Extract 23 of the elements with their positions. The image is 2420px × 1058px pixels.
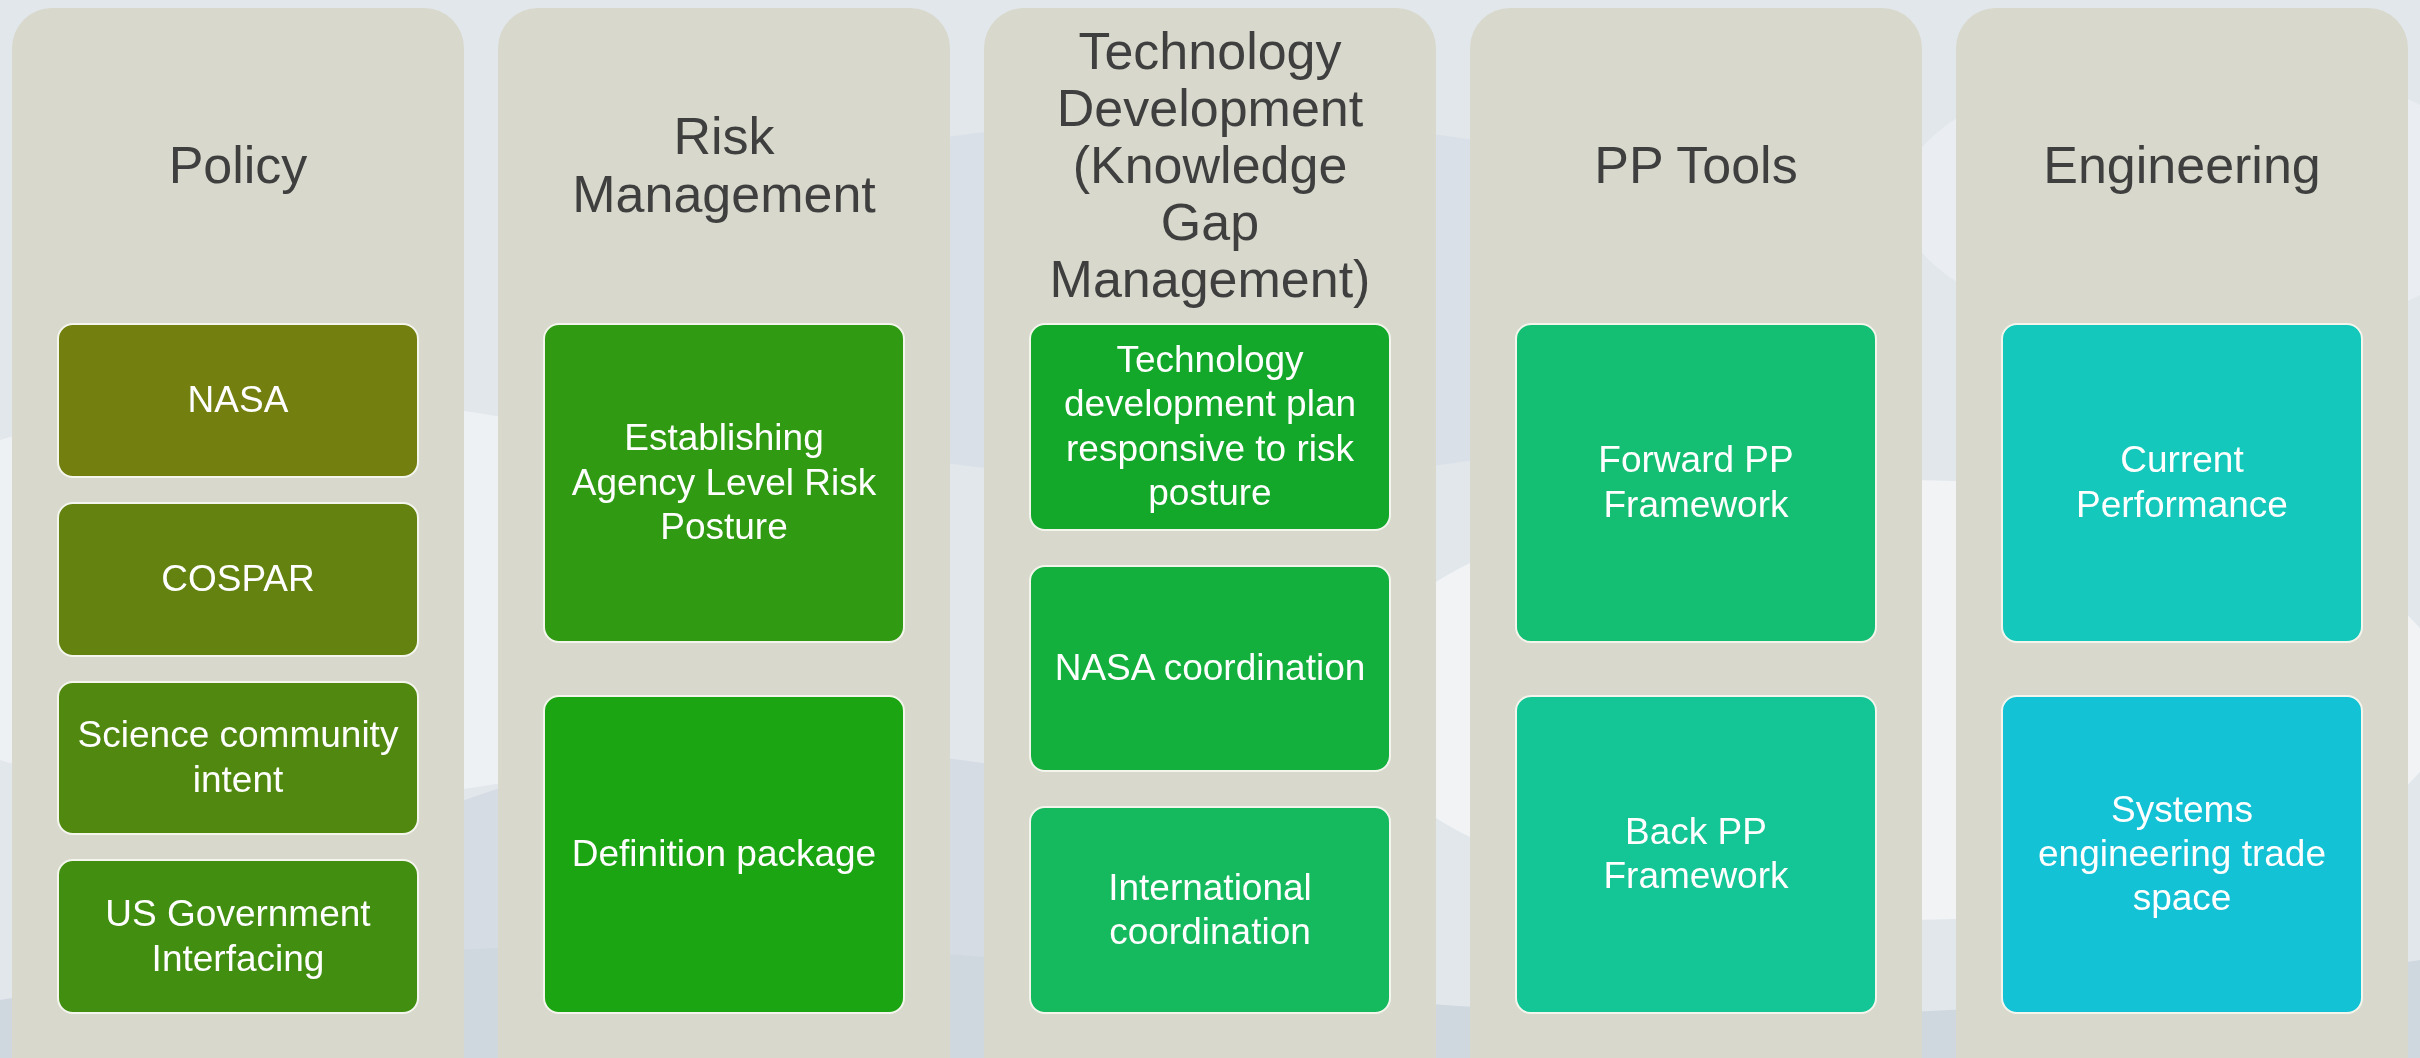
item-box: Establishing Agency Level Risk Posture [543, 323, 905, 643]
item-box: International coordination [1029, 806, 1391, 1014]
item-box: US Government Interfacing [57, 859, 419, 1014]
category-column [1956, 8, 2408, 1058]
item-box: Systems engineering trade space [2001, 694, 2363, 1014]
column-heading: Risk Management [571, 108, 877, 223]
item-box: Technology development plan responsive to risk posture [1029, 323, 1391, 531]
item-box: NASA [57, 323, 419, 478]
column-heading: Technology Development (Knowledge Gap Management) [1048, 22, 1372, 309]
category-column [12, 8, 464, 1058]
category-column [498, 8, 950, 1058]
item-box: Science community intent [57, 680, 419, 836]
item-box: Definition package [543, 694, 905, 1014]
category-column [1470, 8, 1922, 1058]
item-box: Back PP Framework [1515, 694, 1877, 1014]
item-box: COSPAR [57, 501, 419, 657]
item-box: Forward PP Framework [1515, 323, 1877, 643]
column-heading: Policy [168, 136, 308, 195]
item-box: Current Performance [2001, 323, 2363, 643]
category-column [984, 8, 1436, 1058]
column-heading: PP Tools [1594, 136, 1798, 195]
column-heading: Engineering [2043, 136, 2321, 195]
item-box: NASA coordination [1029, 564, 1391, 773]
